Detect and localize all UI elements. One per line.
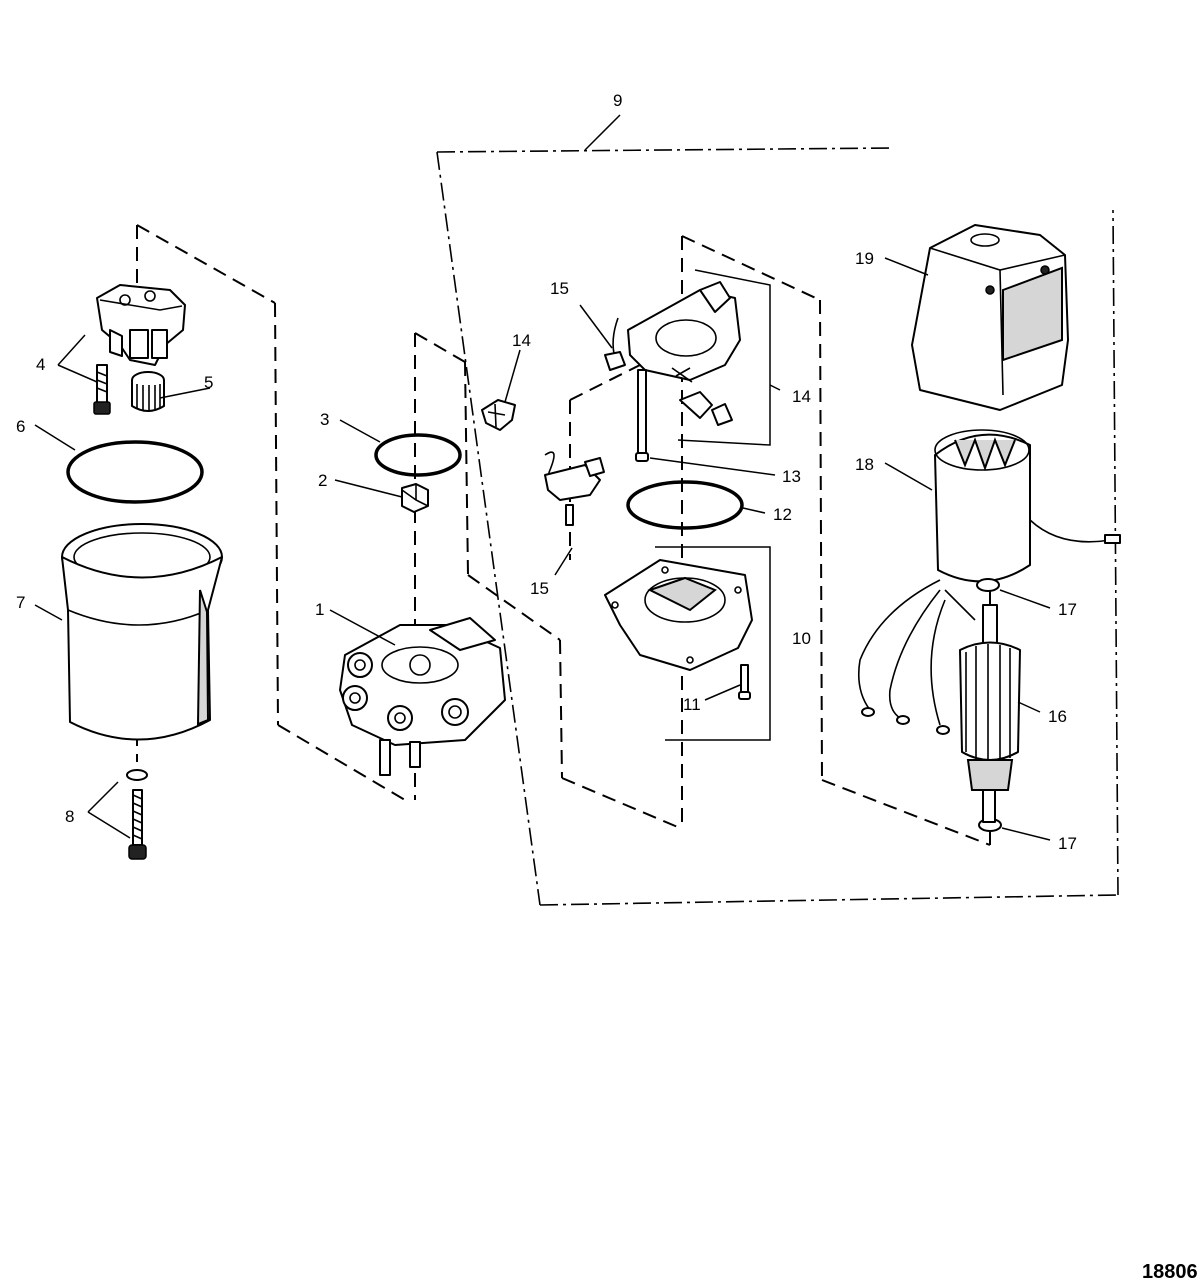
part-12-o-ring	[626, 480, 744, 530]
assembly-dashed-lines	[136, 224, 991, 846]
part-10-end-housing	[604, 559, 753, 671]
callout-6: 6	[16, 417, 25, 436]
leader-lines	[34, 114, 1051, 841]
part-15-brush-holder	[544, 451, 605, 526]
part-17-washer-upper	[976, 578, 1000, 592]
part-5-filter	[131, 371, 165, 412]
part-7-reservoir	[61, 523, 223, 741]
motor-assembly-boundary	[436, 147, 1119, 906]
part-8-screw	[126, 769, 148, 860]
callout-15-upper: 15	[550, 279, 569, 298]
callout-1: 1	[315, 600, 324, 619]
callout-labels: 9 4 5 6 7 8 3 2 1 14 15 14 13 12 15 10 1…	[16, 91, 1077, 853]
callout-17-upper: 17	[1058, 600, 1077, 619]
part-1-pump-body	[339, 617, 506, 776]
callout-8: 8	[65, 807, 74, 826]
part-4-valve-body	[96, 284, 186, 366]
part-13-through-bolt	[635, 369, 649, 462]
callout-3: 3	[320, 410, 329, 429]
callout-14-right: 14	[792, 387, 811, 406]
part-2-coupler	[401, 483, 429, 513]
callout-14-left: 14	[512, 331, 531, 350]
callout-11: 11	[683, 695, 701, 714]
callout-12: 12	[773, 505, 792, 524]
callout-17-lower: 17	[1058, 834, 1077, 853]
callout-16: 16	[1048, 707, 1067, 726]
callout-13: 13	[782, 467, 801, 486]
callout-19: 19	[855, 249, 874, 268]
callout-4: 4	[36, 355, 45, 374]
part-11-screw	[738, 664, 751, 700]
callout-9: 9	[613, 91, 622, 110]
part-15-brush-lead	[604, 317, 626, 371]
callout-5: 5	[204, 373, 213, 392]
callout-15-lower: 15	[530, 579, 549, 598]
part-4-screw	[93, 364, 111, 415]
bracket-lines	[655, 269, 771, 741]
part-3-o-ring	[374, 433, 462, 477]
part-14-clip	[481, 399, 516, 431]
part-19-motor-cap	[911, 224, 1069, 411]
part-16-armature	[959, 604, 1021, 823]
callout-2: 2	[318, 471, 327, 490]
callout-18: 18	[855, 455, 874, 474]
callout-10: 10	[792, 629, 811, 648]
callout-7: 7	[16, 593, 25, 612]
figure-number: 18806	[1142, 1261, 1198, 1283]
part-18-stator	[857, 429, 1121, 735]
part-6-o-ring	[66, 440, 204, 504]
part-14-brush-plate	[627, 281, 741, 426]
